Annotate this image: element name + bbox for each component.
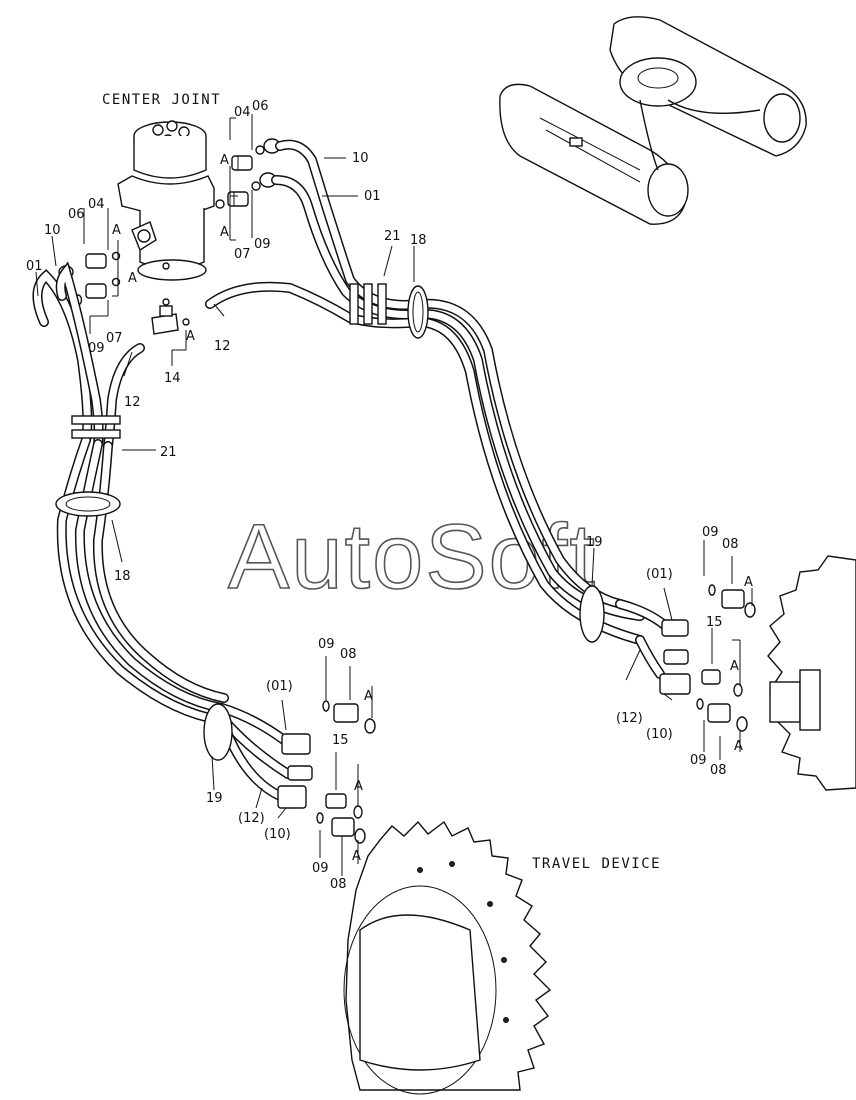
callout-19-right: 19 (586, 535, 603, 550)
callout-04-left: 04 (88, 197, 105, 212)
machine-overview-illustration (499, 16, 807, 225)
callout-a-left: A (112, 223, 121, 238)
callout-15-right: 15 (706, 615, 723, 630)
callout-06-left: 06 (68, 207, 85, 222)
callout-14: 14 (164, 371, 181, 386)
callout-a-right-bottom: A (734, 739, 743, 754)
callout-a-bottom-low: A (352, 849, 361, 864)
callout-01-top: 01 (364, 189, 381, 204)
callout-01-right: (01) (646, 567, 673, 582)
leader-lines (35, 114, 753, 876)
callout-12-bottom: (12) (238, 811, 265, 826)
bottom-end-fittings (277, 700, 376, 844)
callout-a-mid: A (220, 225, 229, 240)
callout-10-left: 10 (44, 223, 61, 238)
center-joint-illustration (117, 120, 225, 281)
callout-a-right-mid: A (730, 659, 739, 674)
callout-a-left-2: A (128, 271, 137, 286)
callout-21-left: 21 (160, 445, 177, 460)
callout-19-bottom: 19 (206, 791, 223, 806)
callout-06-top: 06 (252, 99, 269, 114)
callout-18-left: 18 (114, 569, 131, 584)
callout-07-left: 07 (106, 331, 123, 346)
callout-09-bottom: 09 (318, 637, 335, 652)
callout-09-mid: 09 (254, 237, 271, 252)
callout-07-mid: 07 (234, 247, 251, 262)
clamps (55, 283, 605, 761)
center-joint-title: CENTER JOINT (102, 92, 221, 108)
callout-21-right: 21 (384, 229, 401, 244)
callout-12-right: (12) (616, 711, 643, 726)
callout-10-bottom: (10) (264, 827, 291, 842)
callout-labels: 04 06 A 10 01 A 07 09 06 04 10 01 A A 09… (26, 99, 753, 892)
callout-a-tee: A (186, 329, 195, 344)
callout-08-bottom-low: 08 (330, 877, 347, 892)
callout-09-bottom-low: 09 (312, 861, 329, 876)
callout-a-bottom-top: A (364, 689, 373, 704)
callout-08-right: 08 (722, 537, 739, 552)
callout-08-right-bottom: 08 (710, 763, 727, 778)
callout-10-right: (10) (646, 727, 673, 742)
callout-04-top: 04 (234, 105, 251, 120)
callout-12-left: 12 (124, 395, 141, 410)
callout-a-right-top: A (744, 575, 753, 590)
right-end-fittings (659, 584, 756, 732)
travel-device-title: TRAVEL DEVICE (532, 856, 661, 872)
callout-a-top: A (220, 153, 229, 168)
callout-a-bottom-mid: A (354, 779, 363, 794)
callout-09-right: 09 (702, 525, 719, 540)
callout-08-bottom: 08 (340, 647, 357, 662)
callout-01-left: 01 (26, 259, 43, 274)
callout-10-top: 10 (352, 151, 369, 166)
travel-device-illustration (343, 820, 552, 1095)
hose-bundle (32, 139, 673, 801)
callout-09-left: 09 (88, 341, 105, 356)
right-travel-device-illustration (767, 555, 856, 791)
callout-09-right-bottom: 09 (690, 753, 707, 768)
callout-12-upper: 12 (214, 339, 231, 354)
callout-15-bottom: 15 (332, 733, 349, 748)
callout-01-bottom: (01) (266, 679, 293, 694)
callout-18-right: 18 (410, 233, 427, 248)
